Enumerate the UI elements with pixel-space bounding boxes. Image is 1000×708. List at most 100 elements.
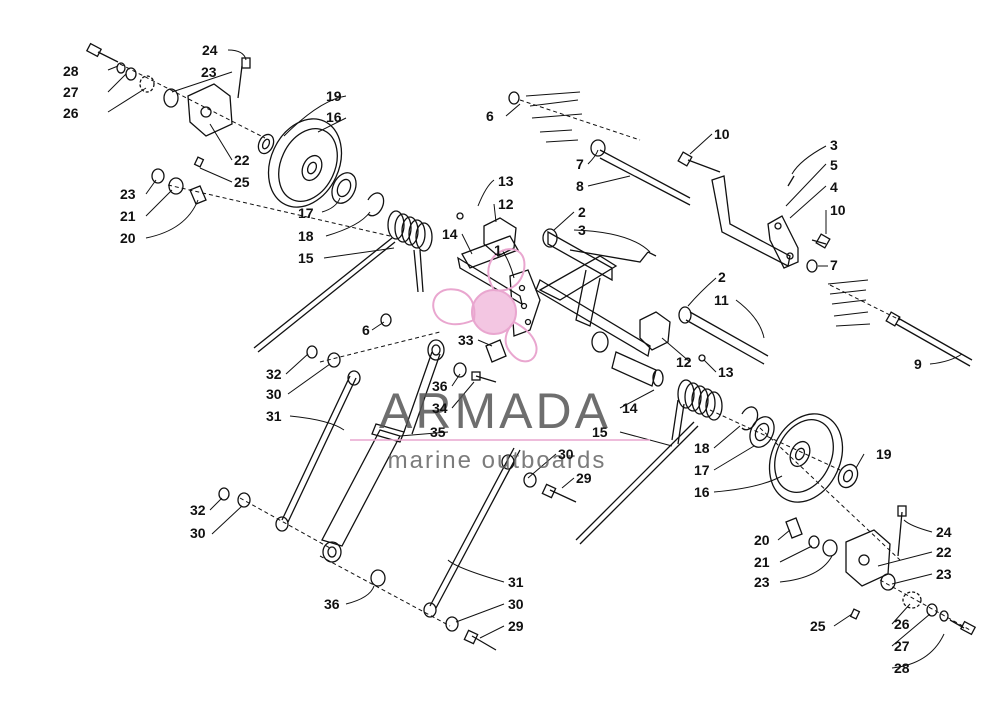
callout-label: 9 <box>914 356 922 372</box>
callout-label: 19 <box>876 446 892 462</box>
callout-label: 17 <box>298 205 314 221</box>
callout-label: 5 <box>830 157 838 173</box>
callout-label: 24 <box>936 524 952 540</box>
left-link-31 <box>281 375 357 523</box>
dashed-axis-lines <box>119 63 971 631</box>
right-spring-arm-15 <box>575 421 699 545</box>
center-frame-1 <box>457 230 651 363</box>
callout-label: 10 <box>714 126 730 142</box>
shock-absorber-35 <box>321 339 497 563</box>
left-bearing-17 <box>331 172 357 204</box>
callout-label: 30 <box>558 446 574 462</box>
callout-label: 20 <box>120 230 136 246</box>
cutaway-hatch-marks <box>525 91 871 327</box>
callout-label: 18 <box>298 228 314 244</box>
shaft-8 <box>599 149 691 206</box>
leader-lines <box>107 49 963 669</box>
watermark-title: ARMADA <box>379 383 611 439</box>
callout-label: 13 <box>498 173 514 189</box>
callout-label: 20 <box>754 532 770 548</box>
left-hardware-small <box>85 42 207 205</box>
callout-label: 36 <box>432 378 448 394</box>
callout-label: 1 <box>494 242 502 258</box>
right-hardware-small <box>785 517 977 636</box>
center-bushings <box>456 91 706 362</box>
callout-label: 6 <box>362 322 370 338</box>
callout-label: 17 <box>694 462 710 478</box>
callout-label: 25 <box>234 174 250 190</box>
callout-label: 24 <box>202 42 218 58</box>
armada-watermark: ARMADA marine outboards <box>350 248 650 474</box>
callout-labels: 24 28 23 27 26 19 16 22 25 23 21 20 17 1… <box>63 42 952 676</box>
callout-label: 29 <box>576 470 592 486</box>
callout-label: 23 <box>754 574 770 590</box>
callout-label: 7 <box>576 156 584 172</box>
callout-label: 25 <box>810 618 826 634</box>
callout-label: 2 <box>718 269 726 285</box>
callout-label: 23 <box>201 64 217 80</box>
callout-label: 8 <box>576 178 584 194</box>
callout-label: 23 <box>120 186 136 202</box>
left-snap-ring-18 <box>367 192 385 217</box>
callout-label: 26 <box>63 105 79 121</box>
callout-label: 2 <box>578 204 586 220</box>
callout-label: 32 <box>190 502 206 518</box>
callout-label: 33 <box>458 332 474 348</box>
callout-label: 11 <box>714 292 729 308</box>
right-snap-ring-18 <box>741 406 759 431</box>
bolt-9 <box>885 311 973 367</box>
callout-label: 16 <box>694 484 710 500</box>
callout-label: 15 <box>592 424 608 440</box>
callout-label: 31 <box>266 408 282 424</box>
callout-label: 12 <box>498 196 514 212</box>
callout-label: 14 <box>442 226 458 242</box>
callout-label: 15 <box>298 250 314 266</box>
callout-label: 30 <box>266 386 282 402</box>
callout-label: 30 <box>190 525 206 541</box>
callout-label: 21 <box>120 208 136 224</box>
right-idler-wheel-16 <box>768 413 844 503</box>
left-spring-coil-15 <box>387 210 433 293</box>
watermark-subtitle: marine outboards <box>388 447 607 474</box>
callout-label: 21 <box>754 554 770 570</box>
right-lower-block-22 <box>845 505 907 587</box>
right-top-bracket-5 <box>647 151 831 273</box>
callout-label: 18 <box>694 440 710 456</box>
propeller-logo-icon <box>432 248 538 363</box>
callout-label: 13 <box>718 364 734 380</box>
callout-label: 6 <box>486 108 494 124</box>
right-spring-coil-15 <box>671 379 723 445</box>
left-spacer-19 <box>257 133 275 155</box>
callout-label: 31 <box>508 574 524 590</box>
callout-label: 28 <box>894 660 910 676</box>
callout-label: 23 <box>936 566 952 582</box>
callout-label: 22 <box>936 544 952 560</box>
left-idler-wheel-16 <box>267 118 343 208</box>
callout-label: 29 <box>508 618 524 634</box>
callout-label: 12 <box>676 354 692 370</box>
callout-label: 27 <box>63 84 79 100</box>
right-link-hardware <box>423 454 577 651</box>
part-drawings <box>85 42 977 651</box>
callout-label: 3 <box>578 222 586 238</box>
right-bearing-17 <box>749 416 775 448</box>
callout-label: 32 <box>266 366 282 382</box>
callout-label: 14 <box>622 400 638 416</box>
callout-label: 34 <box>432 400 448 416</box>
callout-label: 22 <box>234 152 250 168</box>
callout-label: 4 <box>830 179 838 195</box>
right-link-31 <box>429 447 521 609</box>
right-spacer-19 <box>837 463 859 489</box>
callout-label: 27 <box>894 638 910 654</box>
left-link-hardware <box>218 313 392 587</box>
callout-label: 35 <box>430 424 446 440</box>
callout-label: 26 <box>894 616 910 632</box>
callout-label: 3 <box>830 137 838 153</box>
callout-label: 28 <box>63 63 79 79</box>
left-spring-arm-15 <box>253 237 396 353</box>
callout-label: 7 <box>830 257 838 273</box>
left-upper-block-22 <box>187 57 251 137</box>
callout-label: 10 <box>830 202 846 218</box>
